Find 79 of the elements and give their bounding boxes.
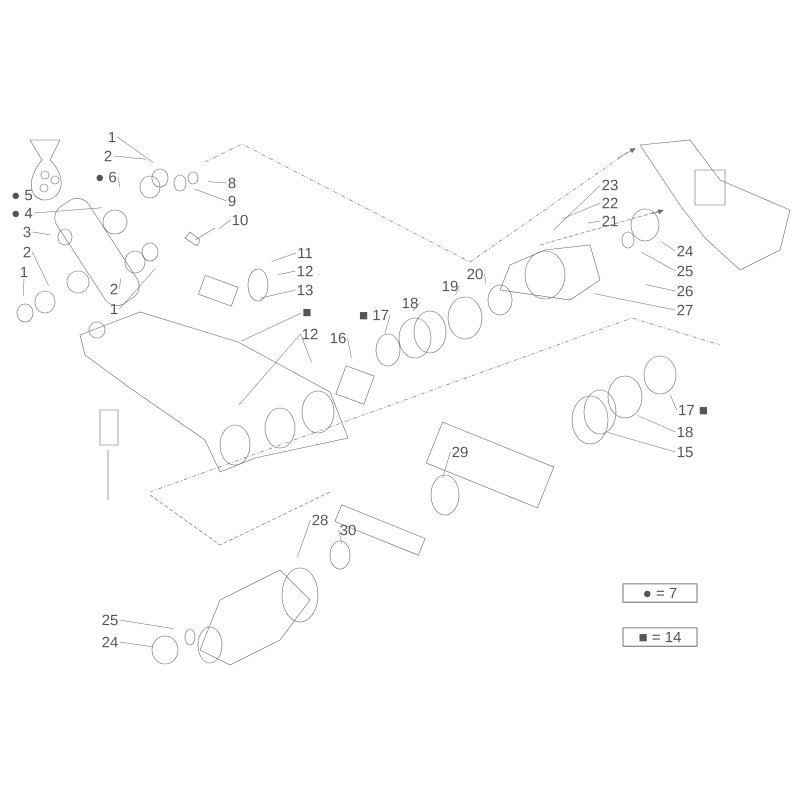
callout-number: ■ 17 — [360, 310, 388, 320]
callout-number: 27 — [677, 304, 693, 316]
leader-line — [300, 334, 312, 362]
leader-line — [347, 338, 352, 358]
legend-box: ■ = 14 — [622, 627, 698, 647]
callout-number: ● 5 — [12, 190, 32, 200]
leader-line — [670, 395, 678, 410]
leader-line — [23, 278, 24, 296]
callout-number: 1 — [20, 266, 28, 278]
callout-number: 16 — [330, 332, 346, 344]
leader-line — [219, 220, 231, 229]
leader-line — [118, 176, 120, 188]
leader-line — [119, 268, 156, 310]
legend-box: ● = 7 — [622, 583, 698, 603]
leader-line — [194, 188, 227, 202]
callout-number: 23 — [602, 180, 618, 190]
callout-number: 22 — [602, 198, 618, 208]
callout-number: 2 — [104, 150, 112, 162]
leader-line — [554, 184, 601, 230]
leader-line — [278, 270, 296, 275]
callout-number: 29 — [452, 446, 468, 458]
leader-line — [646, 284, 676, 292]
callout-number: 3 — [23, 226, 31, 238]
callout-number: 12 — [302, 328, 318, 340]
leader-line — [338, 530, 342, 544]
leader-line — [484, 274, 486, 284]
callout-number: 8 — [228, 178, 236, 188]
leader-line — [455, 286, 460, 296]
callout-number: 12 — [298, 266, 313, 276]
callout-number: 25 — [677, 266, 693, 276]
leader-line — [412, 302, 420, 312]
callout-number: 30 — [340, 524, 356, 536]
leader-line — [34, 207, 102, 214]
callout-number: ● 4 — [12, 208, 32, 218]
callout-number: 10 — [232, 214, 248, 226]
leader-line — [117, 136, 154, 163]
leader-line — [113, 156, 146, 160]
leader-line — [119, 642, 154, 648]
leader-line — [32, 252, 49, 286]
callout-number: 1 — [110, 304, 118, 314]
leader-line — [562, 202, 601, 220]
leader-line — [238, 334, 301, 406]
leader-line — [240, 312, 302, 342]
leader-line — [637, 415, 676, 432]
callout-number: 2 — [110, 284, 118, 294]
leader-line — [32, 232, 50, 236]
leader-line — [119, 620, 174, 629]
callout-number: 15 — [678, 446, 693, 458]
leader-line — [661, 241, 676, 252]
callout-number: 28 — [312, 514, 328, 526]
callout-number: 26 — [677, 286, 693, 296]
callout-number: 13 — [298, 284, 313, 296]
callout-number: ■ — [303, 308, 311, 316]
leader-line — [594, 294, 676, 310]
callout-number: 21 — [602, 216, 618, 226]
leader-line — [607, 432, 676, 452]
leader-line — [260, 290, 296, 298]
callout-number: 9 — [228, 196, 236, 206]
callout-number: 1 — [108, 132, 116, 142]
leader-line — [296, 520, 311, 558]
leader-line — [442, 452, 451, 478]
callout-number: 18 — [678, 426, 693, 438]
callout-number: 25 — [102, 614, 118, 626]
callout-number: 11 — [298, 248, 312, 258]
leader-line — [34, 194, 43, 201]
leader-line — [588, 220, 601, 224]
callout-number: 18 — [402, 298, 418, 308]
callout-number: 17 ■ — [679, 404, 708, 416]
callout-number: 24 — [102, 636, 118, 648]
callout-number: 2 — [24, 246, 30, 258]
callout-number: 20 — [467, 268, 483, 280]
callout-number: 24 — [677, 246, 693, 256]
leader-line — [271, 252, 296, 262]
leader-line — [119, 278, 121, 290]
leader-line — [384, 314, 390, 334]
callout-number: ● 6 — [96, 172, 116, 182]
leader-line — [208, 181, 227, 184]
leader-line — [640, 252, 676, 272]
callout-number: 19 — [442, 280, 458, 292]
